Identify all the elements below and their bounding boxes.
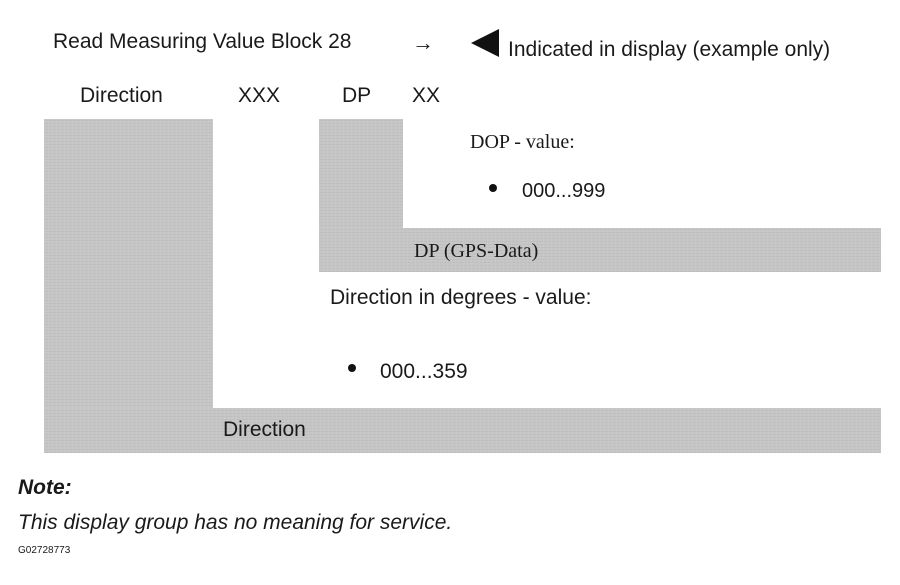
direction-horizontal-bar bbox=[44, 408, 881, 453]
block-title: Read Measuring Value Block 28 bbox=[53, 30, 352, 53]
dop-bullet-icon bbox=[489, 184, 497, 192]
display-indicator-icon bbox=[471, 29, 499, 57]
direction-vertical-panel bbox=[44, 119, 213, 409]
direction-degrees-label: Direction in degrees - value: bbox=[330, 286, 592, 309]
indicator-caption: Indicated in display (example only) bbox=[508, 38, 831, 61]
figure-id: G02728773 bbox=[18, 545, 71, 556]
column-dp: DP bbox=[342, 84, 372, 107]
note-heading: Note: bbox=[18, 476, 72, 499]
column-xx: XX bbox=[412, 84, 441, 107]
direction-value-range: 000...359 bbox=[380, 360, 468, 383]
dp-bar-label: DP (GPS-Data) bbox=[414, 240, 539, 262]
column-direction: Direction bbox=[80, 84, 163, 107]
direction-bullet-icon bbox=[348, 364, 356, 372]
right-arrow-icon: → bbox=[412, 30, 434, 55]
dop-value-label: DOP - value: bbox=[470, 131, 575, 153]
dop-value-range: 000...999 bbox=[522, 180, 606, 202]
note-text: This display group has no meaning for se… bbox=[18, 511, 453, 534]
dp-horizontal-bar bbox=[319, 228, 881, 272]
dp-vertical-panel bbox=[319, 119, 403, 229]
column-xxx: XXX bbox=[238, 84, 281, 107]
direction-bar-label: Direction bbox=[223, 418, 306, 441]
